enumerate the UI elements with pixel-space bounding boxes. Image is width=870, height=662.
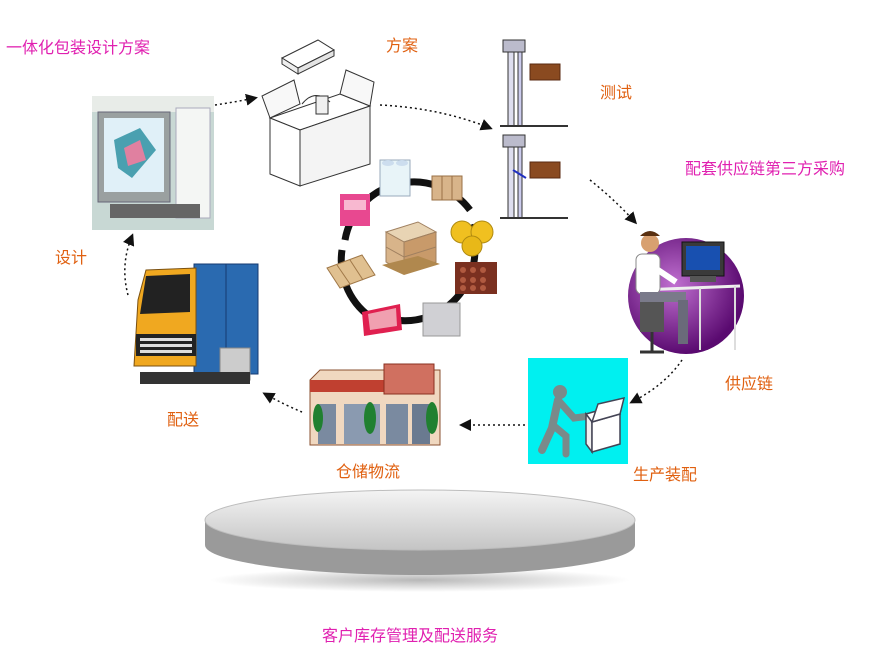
pink-foam-icon [362, 304, 402, 336]
label-design: 设计 [55, 248, 88, 267]
customer-platform [204, 489, 636, 592]
drop-test-rig-bottom [500, 134, 568, 219]
label-production-assembly: 生产装配 [633, 465, 698, 484]
arrow-supply-to-assembly [629, 359, 683, 404]
arrow-test-to-supply [589, 179, 638, 225]
carton-stack-icon [382, 221, 440, 275]
label-test: 测试 [600, 83, 633, 102]
label-supply-chain: 供应链 [725, 374, 774, 393]
stacked-pallet-icon [326, 254, 376, 289]
materials-ring [326, 159, 497, 337]
design-workstation-photo [92, 96, 214, 230]
bottom-caption: 客户库存管理及配送服务 [322, 626, 499, 645]
arrow-design-to-scheme [214, 93, 258, 106]
label-third-party-procurement: 配套供应链第三方采购 [685, 159, 846, 178]
open-box-illustration [261, 39, 375, 187]
arrow-delivery-to-design [123, 233, 135, 296]
film-roll-icon [379, 159, 411, 197]
warehouse-illustration [309, 363, 441, 446]
label-warehouse-logistics: 仓储物流 [336, 462, 401, 481]
diagram-title: 一体化包装设计方案 [6, 38, 151, 57]
delivery-truck-illustration [133, 263, 259, 384]
arrow-scheme-to-test [379, 104, 493, 131]
wood-pallet-icon [431, 175, 463, 201]
flow-arrows [123, 93, 683, 431]
arrow-warehouse-to-delivery [262, 392, 303, 413]
worker-packing-icon [538, 385, 626, 458]
production-assembly-panel [528, 358, 628, 464]
office-worker-illustration [628, 231, 744, 354]
grey-carton-icon [422, 302, 461, 337]
pink-box-icon [340, 194, 370, 226]
drop-test-rig-top [500, 39, 568, 127]
label-scheme: 方案 [386, 36, 419, 55]
tape-rolls-icon [450, 220, 494, 257]
foam-tray-icon [455, 262, 497, 294]
label-delivery: 配送 [167, 410, 200, 429]
